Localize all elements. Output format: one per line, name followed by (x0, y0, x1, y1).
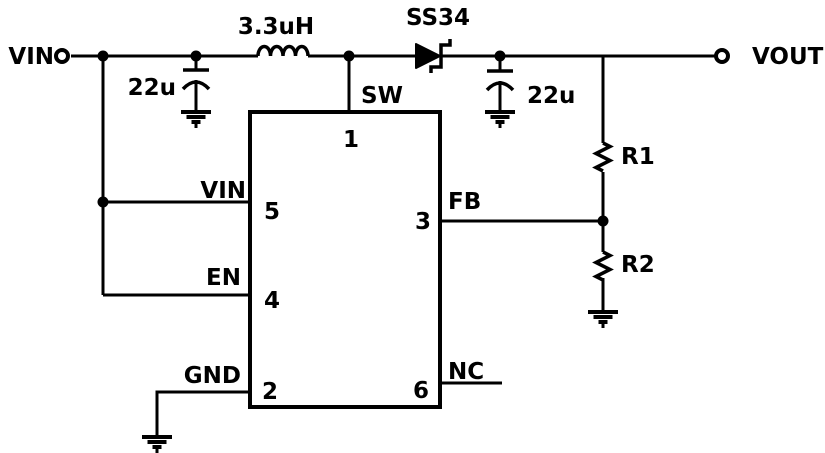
output-cap-value-label: 22u (527, 83, 575, 109)
ic-body (248, 110, 442, 409)
pin-number-6: 6 (413, 378, 429, 404)
resistor-r2-icon (592, 250, 614, 282)
pin-gnd-label: GND (184, 363, 241, 389)
pin-number-5: 5 (264, 199, 280, 225)
input-capacitor-curved-plate (181, 80, 211, 91)
pin-number-3: 3 (415, 209, 431, 235)
ground-icon-input-cap (181, 110, 211, 128)
junction-dot (97, 50, 109, 62)
diode-part-label: SS34 (406, 5, 470, 31)
vin-terminal (54, 48, 70, 64)
pin-number-2: 2 (262, 379, 278, 405)
pin-fb-label: FB (448, 189, 481, 215)
output-capacitor-curved-plate (485, 81, 515, 92)
ground-icon-ic-gnd (142, 435, 172, 453)
inductor-value-label: 3.3uH (238, 14, 314, 40)
inductor-icon (256, 44, 310, 57)
vin-terminal-label: VIN (8, 44, 54, 70)
resistor-r1-icon (592, 141, 614, 173)
resistor-r2-label: R2 (621, 252, 655, 278)
junction-dot (494, 50, 506, 62)
pin-number-1: 1 (343, 127, 359, 153)
pin-en-label: EN (206, 265, 241, 291)
diode-schottky-bar-icon (429, 39, 452, 73)
pin2-gnd-wire (155, 390, 250, 437)
input-cap-value-label: 22u (128, 75, 176, 101)
pin-vin-label: VIN (200, 178, 246, 204)
diode-triangle-icon (415, 43, 441, 69)
ground-icon-r2 (588, 310, 618, 328)
pin-number-4: 4 (264, 288, 280, 314)
vout-terminal-label: VOUT (752, 44, 824, 70)
ground-icon-output-cap (485, 110, 515, 128)
pin-sw-label: SW (361, 83, 403, 109)
pin-nc-label: NC (448, 359, 484, 385)
junction-dot (343, 50, 355, 62)
junction-dot (190, 50, 202, 62)
vout-terminal (714, 48, 730, 64)
junction-dot (597, 215, 609, 227)
resistor-r1-label: R1 (621, 144, 655, 170)
junction-dot (97, 196, 109, 208)
